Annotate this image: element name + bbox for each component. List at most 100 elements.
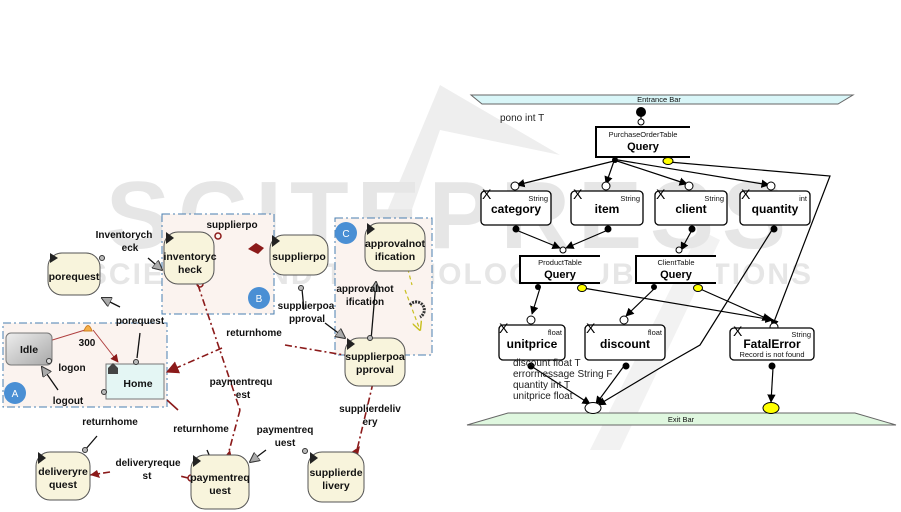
query-in-port [637, 118, 645, 126]
edge-query-category [516, 160, 615, 188]
state-supplierpoapproval[interactable]: supplierpoa pproval [344, 335, 406, 387]
label-logon: logon [58, 363, 85, 374]
edge-query-fatalerror [668, 161, 831, 328]
var-item[interactable]: X String item [570, 181, 644, 233]
dataflow-diagram: Entrance Bar Exit Bar pono int T [466, 94, 897, 426]
var-client[interactable]: X String client [654, 181, 728, 233]
dataflow-edges [515, 108, 831, 406]
var-out-port [527, 362, 535, 370]
label-paymentrequest-mid-1: paymentrequ [210, 377, 273, 388]
var-type: int [799, 194, 808, 203]
query-purchaseordertable[interactable]: PurchaseOrderTable Query [595, 126, 690, 158]
state-approvalnotification[interactable]: approvalnot ification [364, 222, 426, 272]
edge-category-productquery [515, 229, 561, 250]
exit-port-success [584, 402, 602, 414]
var-name: item [595, 202, 620, 216]
edge-client-clientquery [680, 229, 693, 251]
var-out-port [622, 362, 630, 370]
edge-productquery-unitprice [530, 287, 541, 315]
query-error-port [662, 157, 674, 165]
label-supplierpoapproval-2: pproval [289, 314, 325, 325]
timer-to-home [92, 329, 119, 363]
watermark-logo-shape [350, 85, 560, 300]
exit-port-error [762, 402, 780, 414]
state-supplierdelivery-label-2: livery [322, 480, 350, 492]
query-label: Query [660, 269, 693, 281]
edge-discount-exit [595, 365, 625, 405]
query-table-name: ProductTable [538, 258, 582, 267]
state-supplierdelivery[interactable]: supplierde livery [302, 448, 365, 503]
state-approvalnotification-label-1: approvalnot [365, 238, 426, 250]
transition-paymentrequest-right [250, 449, 267, 462]
edge-clientquery-discount [625, 287, 656, 317]
edge-query-client [616, 160, 688, 186]
region-b-badge [248, 287, 270, 309]
edge-query-item [604, 160, 615, 185]
query-clienttable[interactable]: ClientTable Query [635, 255, 716, 284]
label-returnhome-mid: returnhome [173, 424, 229, 435]
query-label: Query [544, 269, 577, 281]
loop-icon [408, 300, 426, 319]
x-icon: X [499, 320, 509, 336]
label-returnhome-top: returnhome [226, 328, 282, 339]
var-fatalerror[interactable]: X String FatalError Record is not found [729, 322, 815, 370]
var-discount[interactable]: X float discount [584, 315, 666, 370]
productquery-out-port [535, 284, 541, 290]
state-paymentrequest[interactable]: paymentreq uest [190, 454, 250, 510]
query-table-name: PurchaseOrderTable [609, 130, 678, 139]
transitions-red [89, 284, 374, 479]
state-supplierpo[interactable]: supplierpo [269, 234, 329, 291]
transition-yellow-loop [404, 289, 420, 330]
region-c-badge-label: C [342, 229, 349, 240]
transition-logout [42, 367, 59, 391]
state-idle[interactable]: Idle [5, 332, 53, 366]
state-porequest[interactable]: porequest [47, 252, 105, 296]
x-icon: X [573, 186, 583, 202]
var-in-port [601, 181, 611, 191]
state-inventorycheck[interactable]: inventoryc heck [163, 231, 217, 285]
region-c-badge [335, 222, 357, 244]
var-name: category [491, 202, 541, 216]
state-supplierpo-label: supplierpo [272, 251, 326, 263]
label-paymentrequest-right-1: paymentreq [257, 425, 314, 436]
transition-deliveryrequest-end [179, 475, 189, 479]
transitions-black [42, 257, 376, 462]
state-inventorycheck-label-1: inventoryc [163, 251, 216, 263]
state-port [82, 447, 88, 453]
home-icon [108, 363, 118, 374]
var-type: String [620, 194, 640, 203]
label-deliveryrequest-2: st [143, 471, 153, 482]
state-home-label: Home [123, 378, 152, 390]
label-supplierdelivery-2: ery [362, 417, 377, 428]
label-paymentrequest-right-2: uest [275, 438, 296, 449]
state-inventorycheck-label-2: heck [178, 264, 202, 276]
state-marker-icon [272, 235, 280, 247]
state-paymentrequest-label-2: uest [209, 485, 231, 497]
state-deliveryrequest[interactable]: deliveryre quest [35, 447, 91, 501]
var-category[interactable]: X String category [480, 181, 552, 233]
state-port [133, 359, 139, 365]
param-pono: pono int T [500, 113, 544, 124]
var-unitprice[interactable]: X float unitprice [498, 315, 566, 370]
transition-returnhome-top-left [165, 347, 223, 374]
label-logout: logout [53, 396, 84, 407]
x-icon: X [586, 320, 596, 336]
var-name: client [675, 202, 706, 216]
state-marker-icon [347, 338, 355, 350]
state-home[interactable]: Home [101, 359, 165, 400]
x-icon: X [741, 186, 751, 202]
state-supplierdelivery-label-1: supplierde [309, 467, 362, 479]
supplierpo-arrow-head [248, 243, 264, 254]
var-out-port [770, 225, 778, 233]
var-name: FatalError [743, 337, 801, 351]
inventorycheck-port [214, 232, 222, 240]
var-quantity[interactable]: X int quantity [739, 181, 811, 233]
edge-quantity-exit [597, 229, 773, 406]
query-producttable[interactable]: ProductTable Query [519, 255, 600, 284]
state-port [46, 358, 52, 364]
var-in-port [766, 181, 776, 191]
transition-porequest-home [136, 332, 141, 359]
var-out-port [604, 225, 612, 233]
label-supplierpoapproval-1: supplierpoa [278, 301, 335, 312]
var-name: quantity [752, 202, 799, 216]
